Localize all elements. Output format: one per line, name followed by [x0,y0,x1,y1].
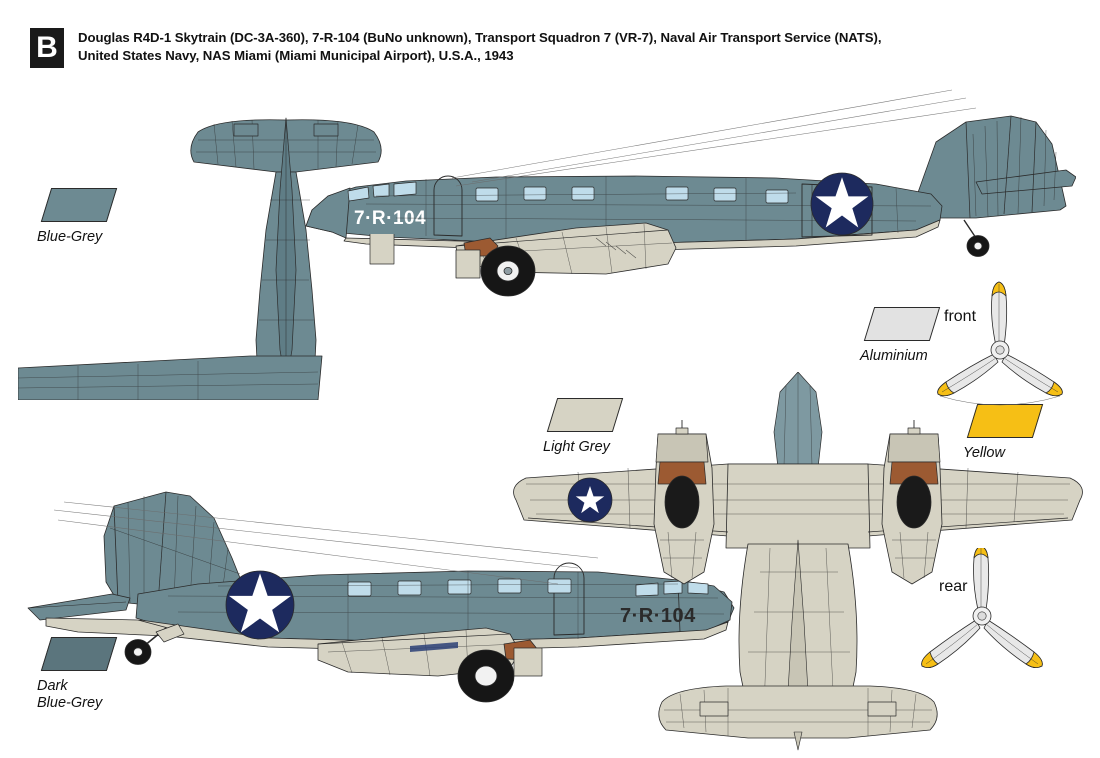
swatch-dark-blue-grey: Dark Blue-Grey [37,637,118,713]
fuselage-code-bottom: 7·R·104 [620,605,696,627]
side-profile-top: 7·R·104 [305,89,1076,297]
plan-view-bottom [513,372,1083,751]
caption-line-1: Douglas R4D-1 Skytrain (DC-3A-360), 7-R-… [78,30,882,45]
profile-letter-badge: B [30,28,64,68]
swatch-label-aluminium: Aluminium [860,348,928,364]
sheet-header: B Douglas R4D-1 Skytrain (DC-3A-360), 7-… [30,28,882,68]
swatch-label-light-grey: Light Grey [543,439,610,455]
engine-nacelle-port [653,420,715,585]
swatch-chip-aluminium [863,307,941,341]
engine-nacelle-starboard [881,420,943,585]
swatch-blue-grey: Blue-Grey [37,188,118,246]
propeller-rear-label: rear [939,578,968,595]
propeller-front-label: front [944,308,977,325]
side-profile-bottom: 7·R·104 [27,491,735,703]
swatch-label-yellow: Yellow [963,445,1005,461]
swatch-label-blue-grey: Blue-Grey [37,229,103,245]
fuselage-code-top: 7·R·104 [354,208,426,229]
propeller-rear [921,548,1043,668]
propeller-front [937,281,1063,406]
swatch-light-grey: Light Grey [543,398,624,456]
swatch-aluminium: Aluminium [860,307,941,365]
national-insignia-bottom [225,570,295,640]
swatch-yellow: Yellow [963,404,1044,462]
national-insignia-plan-bottom [567,477,613,523]
swatch-label-dark-blue-grey: Dark Blue-Grey [37,678,103,712]
national-insignia-top [810,172,874,236]
aircraft-caption: Douglas R4D-1 Skytrain (DC-3A-360), 7-R-… [78,28,882,65]
caption-line-2: United States Navy, NAS Miami (Miami Mun… [78,47,514,63]
plan-view-top [18,117,382,400]
